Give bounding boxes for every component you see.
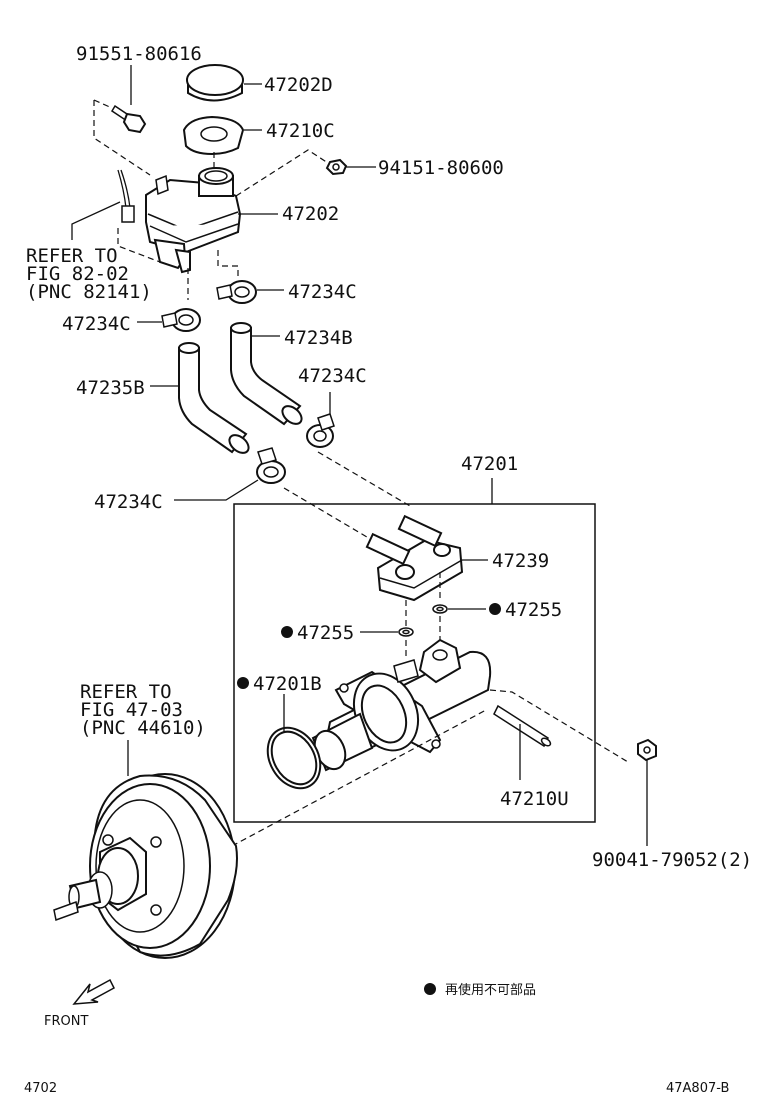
- assembly-line-stud-nut: [489, 689, 629, 763]
- refer-47-line2[interactable]: FIG 47-03: [80, 699, 183, 721]
- assembly-line-bolt: [93, 100, 151, 176]
- level-sensor-connector[interactable]: [117, 169, 135, 223]
- grommet-47255-right[interactable]: [432, 604, 448, 614]
- label-47255-left[interactable]: 47255: [297, 622, 354, 644]
- legend-bullet: [424, 983, 436, 995]
- leader-47234c-d: [174, 479, 259, 501]
- reservoir-cap[interactable]: [186, 64, 244, 102]
- assembly-line-sensor: [117, 228, 161, 263]
- label-47234c-d[interactable]: 47234C: [94, 491, 163, 513]
- front-label: FRONT: [44, 1014, 88, 1029]
- label-47255-right[interactable]: 47255: [505, 599, 562, 621]
- label-47235b[interactable]: 47235B: [76, 377, 145, 399]
- assembly-line-bolt-b: [93, 99, 113, 109]
- label-47202d[interactable]: 47202D: [264, 74, 333, 96]
- label-47210u[interactable]: 47210U: [500, 788, 569, 810]
- page-code: 4702: [24, 1081, 57, 1096]
- master-cylinder-body[interactable]: [309, 638, 492, 774]
- non-reusable-mark-47255-left: [281, 626, 293, 638]
- assembly-line-outlet: [217, 250, 239, 280]
- refer-47-line1[interactable]: REFER TO: [80, 681, 172, 703]
- assembly-line-hose-a: [283, 487, 373, 541]
- label-94151-80600[interactable]: 94151-80600: [378, 157, 504, 179]
- brake-booster[interactable]: [53, 773, 238, 959]
- label-47201[interactable]: 47201: [461, 453, 518, 475]
- reservoir-hose-235b[interactable]: [178, 342, 252, 456]
- refer-82-line1[interactable]: REFER TO: [26, 245, 118, 267]
- label-47234b[interactable]: 47234B: [284, 327, 353, 349]
- refer-82-line3[interactable]: (PNC 82141): [26, 281, 152, 303]
- label-47210c[interactable]: 47210C: [266, 120, 335, 142]
- hose-clip-upper-left[interactable]: [161, 308, 201, 332]
- hose-clip-lower[interactable]: [256, 447, 286, 484]
- hose-clip-upper-right[interactable]: [216, 280, 257, 304]
- label-91551-80616[interactable]: 91551-80616: [76, 43, 202, 65]
- label-47234c-b[interactable]: 47234C: [62, 313, 131, 335]
- assembly-line-nut: [235, 149, 329, 197]
- label-47234c-c[interactable]: 47234C: [298, 365, 367, 387]
- reservoir-hose-b[interactable]: [230, 322, 305, 427]
- label-47201b[interactable]: 47201B: [253, 673, 322, 695]
- label-47234c-a[interactable]: 47234C: [288, 281, 357, 303]
- cap-gasket[interactable]: [182, 115, 245, 156]
- label-47239[interactable]: 47239: [492, 550, 549, 572]
- label-47202[interactable]: 47202: [282, 203, 339, 225]
- refer-47-line3[interactable]: (PNC 44610): [80, 717, 206, 739]
- screw-bolt[interactable]: [110, 104, 147, 134]
- front-arrow-icon: [72, 978, 115, 1005]
- assembly-box-47201: [233, 503, 596, 823]
- reservoir-tank[interactable]: [145, 167, 242, 274]
- non-reusable-mark-47201b: [237, 677, 249, 689]
- nut-90041[interactable]: [637, 738, 657, 762]
- figure-code: 47A807-B: [666, 1081, 729, 1096]
- assembly-line-hose-b: [317, 451, 411, 507]
- hose-clip-middle-right[interactable]: [306, 413, 335, 448]
- leader-refer-82: [71, 201, 121, 240]
- assembly-line-booster: [231, 709, 487, 847]
- o-ring-47201b[interactable]: [257, 718, 331, 797]
- legend-non-reusable: 再使用不可部品: [445, 982, 536, 998]
- label-90041-79052[interactable]: 90041-79052(2): [592, 849, 752, 871]
- grommet-47255-left[interactable]: [398, 627, 414, 637]
- reservoir-adapter-47239[interactable]: [365, 514, 464, 602]
- nut-94151[interactable]: [325, 158, 348, 176]
- refer-82-line2[interactable]: FIG 82-02: [26, 263, 129, 285]
- non-reusable-mark-47255-right: [489, 603, 501, 615]
- stud-pin-47210u[interactable]: [493, 704, 552, 748]
